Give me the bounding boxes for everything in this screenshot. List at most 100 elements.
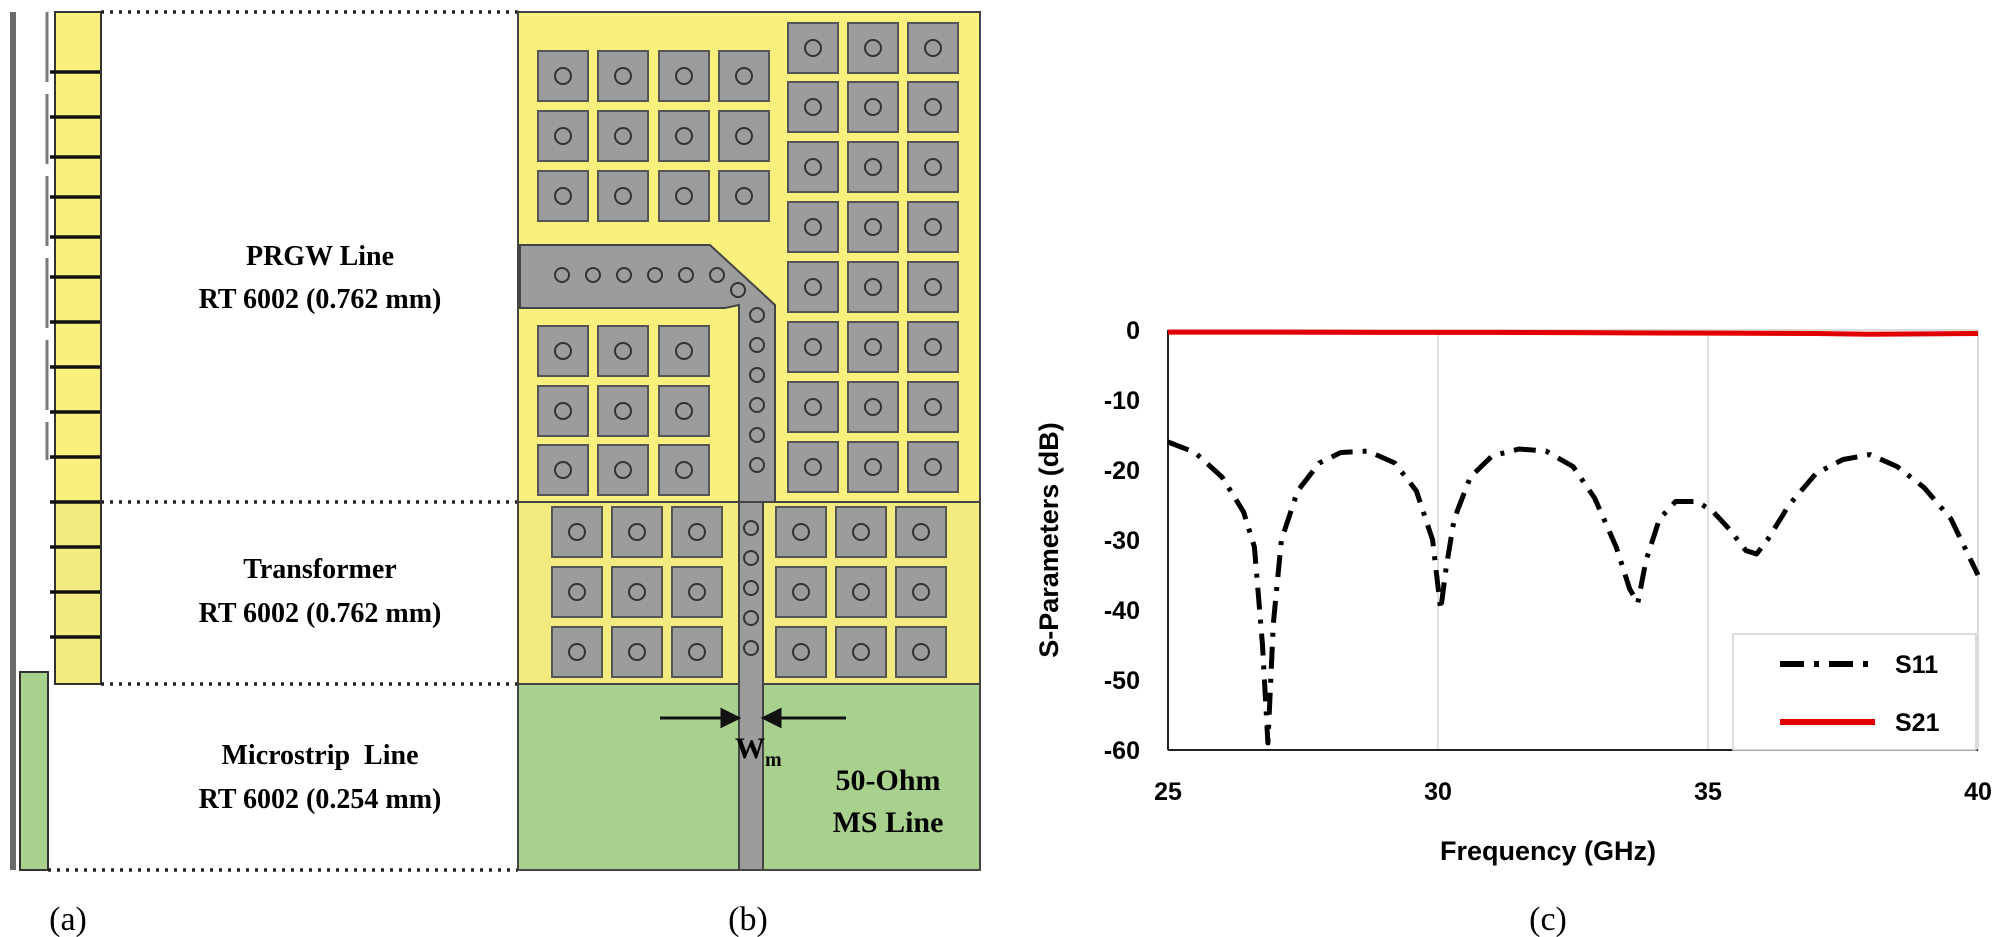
y-tick-label: -60 xyxy=(1104,737,1140,765)
microstrip-substrate: RT 6002 (0.254 mm) xyxy=(199,784,442,815)
ebg-patch xyxy=(907,201,959,253)
ridge-via xyxy=(585,267,601,283)
ridge-via xyxy=(743,520,759,536)
y-tick-label: -30 xyxy=(1104,527,1140,555)
ebg-patch xyxy=(895,566,947,618)
ebg-patch xyxy=(537,385,589,437)
ridge-via xyxy=(730,282,746,298)
ebg-patch xyxy=(847,201,899,253)
ebg-patch xyxy=(537,110,589,162)
ebg-patch xyxy=(718,110,770,162)
ebg-patch xyxy=(835,506,887,558)
ebg-patch xyxy=(718,170,770,222)
series-group xyxy=(1167,329,1981,746)
ebg-patch xyxy=(787,261,839,313)
y-tick-label: 0 xyxy=(1126,317,1140,345)
ebg-patch xyxy=(597,110,649,162)
ebg-patch xyxy=(658,325,710,377)
x-tick-label: 40 xyxy=(1964,778,1992,806)
legend-s11-label: S11 xyxy=(1895,651,1938,679)
ebg-patch xyxy=(658,50,710,102)
x-tick-label: 30 xyxy=(1424,778,1452,806)
ebg-patch xyxy=(787,441,839,493)
gridlines xyxy=(1437,330,1979,750)
ebg-patch xyxy=(907,321,959,373)
prgw-pins xyxy=(50,70,100,639)
panel-b-top-view: Wm 50-Ohm MS Line (b) xyxy=(517,11,981,937)
ms-label-line1: 50-Ohm xyxy=(836,764,941,797)
ridge-via xyxy=(749,337,765,353)
ebg-patch xyxy=(775,626,827,678)
ridge-via xyxy=(749,307,765,323)
ebg-patch xyxy=(671,626,723,678)
ms-label-line2: MS Line xyxy=(833,806,944,839)
ebg-patch xyxy=(847,441,899,493)
ebg-patch xyxy=(847,22,899,74)
ridge-via xyxy=(743,580,759,596)
ridge-via xyxy=(743,550,759,566)
ebg-patch xyxy=(551,566,603,618)
ebg-patch xyxy=(597,170,649,222)
ebg-patch xyxy=(907,22,959,74)
ebg-patch xyxy=(658,444,710,496)
ridge-via xyxy=(678,267,694,283)
ebg-patch xyxy=(835,626,887,678)
ridge-via xyxy=(749,427,765,443)
ebg-patch xyxy=(895,506,947,558)
ebg-patch xyxy=(847,141,899,193)
ebg-patch xyxy=(847,81,899,133)
width-dimension-arrows xyxy=(660,707,846,729)
ebg-patch xyxy=(907,381,959,433)
y-tick-label: -10 xyxy=(1104,387,1140,415)
ebg-patch xyxy=(787,201,839,253)
legend-s21-label: S21 xyxy=(1895,709,1940,737)
transformer-title: Transformer xyxy=(243,554,396,585)
ebg-patch xyxy=(787,141,839,193)
ebg-patch xyxy=(847,321,899,373)
panel-c-tag: (c) xyxy=(1529,901,1567,937)
ebg-patch xyxy=(907,141,959,193)
ebg-patch xyxy=(611,506,663,558)
ebg-patch xyxy=(847,261,899,313)
panel-a-tag: (a) xyxy=(49,901,87,937)
series-s21-line xyxy=(1168,329,1979,337)
ebg-patch xyxy=(835,566,887,618)
ebg-patch xyxy=(597,325,649,377)
ebg-patch xyxy=(907,81,959,133)
ebg-patch xyxy=(597,50,649,102)
ebg-patch xyxy=(671,566,723,618)
ebg-patch xyxy=(611,566,663,618)
ebg-patch xyxy=(658,170,710,222)
ebg-patch xyxy=(597,385,649,437)
panel-b-tag: (b) xyxy=(728,901,768,937)
prgw-substrate-block xyxy=(54,11,102,503)
ridge-via xyxy=(616,267,632,283)
ebg-patch xyxy=(787,381,839,433)
ebg-patch xyxy=(775,506,827,558)
ebg-patch xyxy=(847,381,899,433)
ebg-patch xyxy=(671,506,723,558)
prgw-line-substrate: RT 6002 (0.762 mm) xyxy=(199,284,442,315)
ridge-via xyxy=(749,367,765,383)
ridge-via xyxy=(743,610,759,626)
x-tick-label: 35 xyxy=(1694,778,1722,806)
ebg-patch xyxy=(537,325,589,377)
ridge-via xyxy=(743,640,759,656)
ebg-patch xyxy=(611,626,663,678)
panel-a-side-view: PRGW Line RT 6002 (0.762 mm) Transformer… xyxy=(10,10,518,937)
ridge-via xyxy=(749,397,765,413)
ebg-patch xyxy=(787,321,839,373)
y-axis-label: S-Parameters (dB) xyxy=(1034,422,1064,658)
ridge-via xyxy=(749,457,765,473)
legend-box xyxy=(1732,633,1977,751)
ebg-patch xyxy=(537,170,589,222)
x-axis-label: Frequency (GHz) xyxy=(1440,836,1656,866)
ridge-via xyxy=(554,267,570,283)
ebg-patch xyxy=(787,81,839,133)
section-boundaries xyxy=(48,10,518,872)
ebg-patch xyxy=(787,22,839,74)
width-label: Wm xyxy=(735,732,782,771)
y-tick-label: -50 xyxy=(1104,667,1140,695)
ridge-via xyxy=(709,267,725,283)
